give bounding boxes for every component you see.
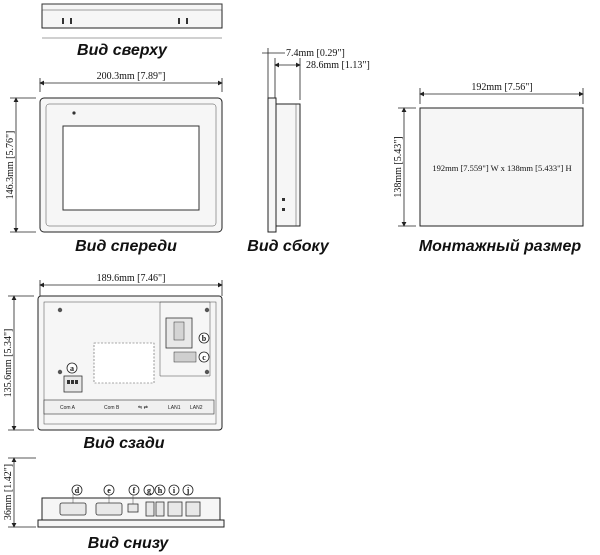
port-label-com-a: Com A (60, 405, 76, 411)
rear-screw (204, 369, 210, 375)
front-view: 200.3mm [7.89"] 146.3mm [5.76"] Вид спер… (5, 71, 223, 255)
side-clip (282, 208, 285, 211)
side-housing (275, 103, 301, 227)
callout-f-label: f (133, 486, 136, 495)
side-total-depth-label: 28.6mm [1.13"] (306, 60, 370, 71)
callout-b-label: b (202, 334, 207, 343)
port-label-lan1: LAN1 (168, 405, 181, 411)
rear-screw (204, 307, 210, 313)
mount-width-label: 192mm [7.56"] (471, 82, 532, 93)
port-label-lan2: LAN2 (190, 405, 203, 411)
usb-icon: ⇋ ⇄ (138, 405, 148, 411)
bottom-view-caption: Вид снизу (88, 535, 170, 552)
top-view-caption: Вид сверху (77, 42, 168, 59)
rear-step-panel (159, 301, 211, 377)
callout-c (198, 351, 210, 363)
callout-j-label: j (186, 486, 190, 495)
top-slot (186, 18, 188, 24)
callout-d-label: d (75, 486, 80, 495)
callout-g (143, 484, 155, 496)
front-display (62, 125, 200, 211)
port-lan1 (167, 501, 183, 517)
port-usb-host (145, 501, 155, 517)
front-width-label: 200.3mm [7.89"] (97, 71, 166, 82)
callout-e-label: e (107, 486, 111, 495)
top-slot (70, 18, 72, 24)
side-bezel (267, 97, 277, 233)
callout-a-label: a (70, 364, 74, 373)
port-label-com-b: Com B (104, 405, 120, 411)
port-com-b-db9 (95, 502, 123, 516)
bottom-depth-label: 36mm [1.42"] (3, 464, 14, 520)
port-lan2 (185, 501, 201, 517)
port-usb-host (155, 501, 165, 517)
side-view-caption: Вид сбоку (247, 238, 330, 255)
mount-view-caption: Монтажный размер (419, 238, 582, 255)
top-slot (178, 18, 180, 24)
callout-b (198, 332, 210, 344)
rear-view: 189.6mm [7.46"] Com A Com B ⇋ ⇄ LAN1 LAN… (3, 273, 223, 452)
port-usb-client (127, 503, 139, 513)
rear-view-caption: Вид сзади (83, 435, 164, 452)
front-height-label: 146.3mm [5.76"] (5, 131, 16, 200)
callout-h-label: h (158, 486, 163, 495)
bottom-view: 36mm [1.42"] d e f g h i j Вид снизу (3, 457, 225, 552)
terminal-pin (75, 380, 78, 384)
rear-screw (57, 369, 63, 375)
rear-port-strip (43, 399, 215, 415)
callout-d (71, 484, 83, 496)
top-view: Вид сверху (41, 3, 223, 59)
mount-note: 192mm [7.559"] W x 138mm [5.433"] H (432, 163, 571, 173)
callout-a (66, 362, 78, 374)
callout-i-label: i (173, 486, 176, 495)
side-small-depth-label: 7.4mm [0.29"] (286, 48, 345, 59)
mount-view: 192mm [7.56"] 192mm [7.559"] W x 138mm [… (393, 82, 584, 255)
port-com-a-db9 (59, 502, 87, 516)
rear-dip-switch (173, 351, 197, 363)
rear-sd-slot (173, 321, 185, 341)
callout-h (154, 484, 166, 496)
callout-i (168, 484, 180, 496)
callout-e (103, 484, 115, 496)
rear-housing (43, 301, 217, 425)
callout-f (128, 484, 140, 496)
rear-width-label: 189.6mm [7.46"] (97, 273, 166, 284)
rear-screw (57, 307, 63, 313)
terminal-pin (67, 380, 70, 384)
front-inner-bezel (45, 103, 217, 227)
rear-label-area (93, 342, 155, 384)
front-view-caption: Вид спереди (75, 238, 177, 255)
mount-cutout (419, 107, 584, 227)
rear-height-label: 135.6mm [5.34"] (3, 329, 14, 398)
callout-j (182, 484, 194, 496)
callout-c-label: c (202, 353, 206, 362)
side-clip (282, 198, 285, 201)
bottom-bezel (37, 519, 225, 528)
mount-height-label: 138mm [5.43"] (393, 136, 404, 197)
callout-g-label: g (147, 486, 151, 495)
top-slot (62, 18, 64, 24)
side-view: 7.4mm [0.29"] 28.6mm [1.13"] Вид сбоку (247, 48, 370, 255)
top-view-bezel (41, 3, 223, 11)
front-led (72, 111, 76, 115)
terminal-pin (71, 380, 74, 384)
top-view-body (41, 3, 223, 29)
